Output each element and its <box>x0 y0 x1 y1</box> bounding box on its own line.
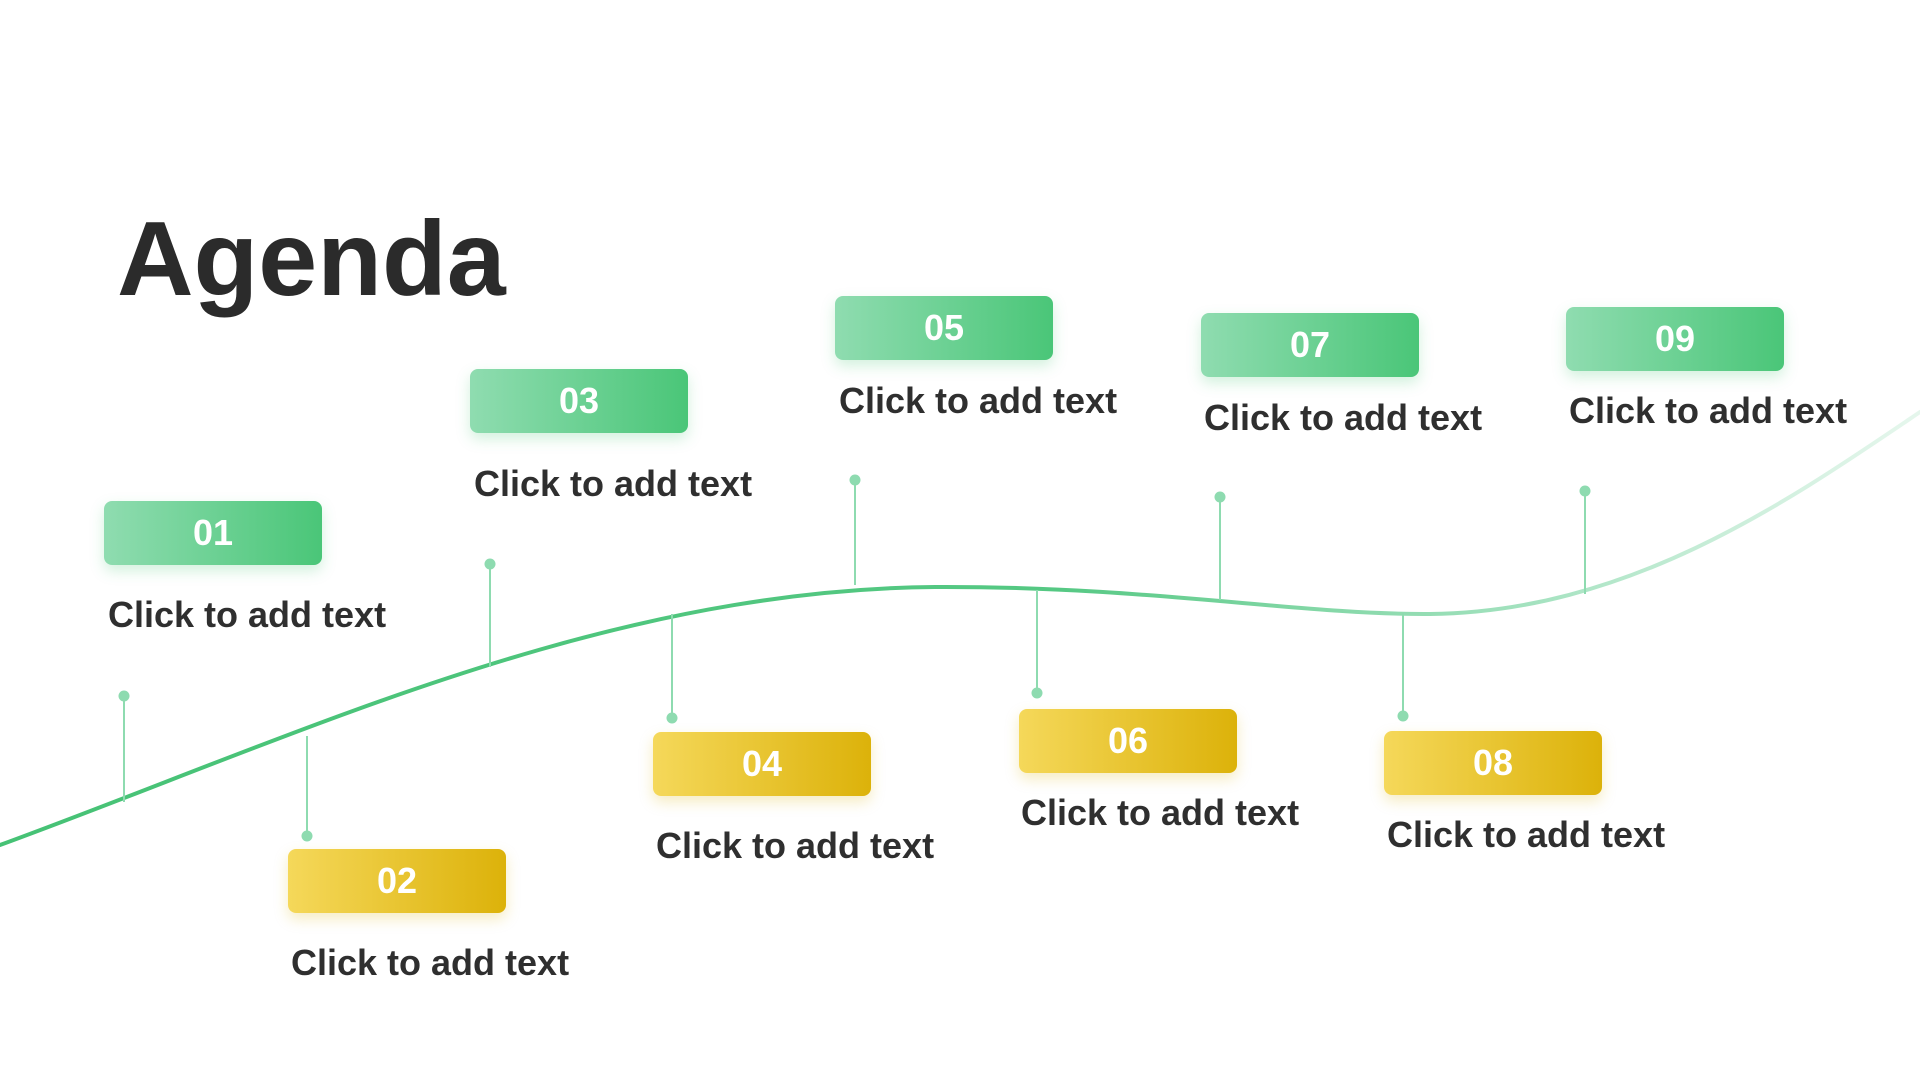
connector-08 <box>1397 613 1409 722</box>
agenda-text-08[interactable]: Click to add text <box>1387 814 1666 855</box>
connector-03 <box>484 558 496 667</box>
connector-02 <box>301 736 313 842</box>
connector-04 <box>666 614 678 724</box>
agenda-text-01[interactable]: Click to add text <box>108 594 387 635</box>
agenda-badge-05: 05 <box>835 296 1053 360</box>
agenda-badge-09: 09 <box>1566 307 1784 371</box>
agenda-text-02[interactable]: Click to add text <box>291 942 570 983</box>
agenda-text-05[interactable]: Click to add text <box>839 380 1118 421</box>
slide-title: Agenda <box>117 200 506 318</box>
agenda-badge-02: 02 <box>288 849 506 913</box>
agenda-badge-08: 08 <box>1384 731 1602 795</box>
connector-05 <box>849 474 861 585</box>
timeline-curve <box>0 410 1920 847</box>
connector-07 <box>1214 491 1226 600</box>
agenda-text-06[interactable]: Click to add text <box>1021 792 1300 833</box>
agenda-text-07[interactable]: Click to add text <box>1204 397 1483 438</box>
agenda-text-03[interactable]: Click to add text <box>474 463 753 504</box>
connector-06 <box>1031 590 1043 699</box>
agenda-badge-01: 01 <box>104 501 322 565</box>
agenda-badge-03: 03 <box>470 369 688 433</box>
agenda-badge-04: 04 <box>653 732 871 796</box>
agenda-badge-07: 07 <box>1201 313 1419 377</box>
agenda-badge-06: 06 <box>1019 709 1237 773</box>
agenda-text-09[interactable]: Click to add text <box>1569 390 1848 431</box>
connector-09 <box>1579 485 1591 594</box>
agenda-text-04[interactable]: Click to add text <box>656 825 935 866</box>
connector-01 <box>118 690 130 802</box>
